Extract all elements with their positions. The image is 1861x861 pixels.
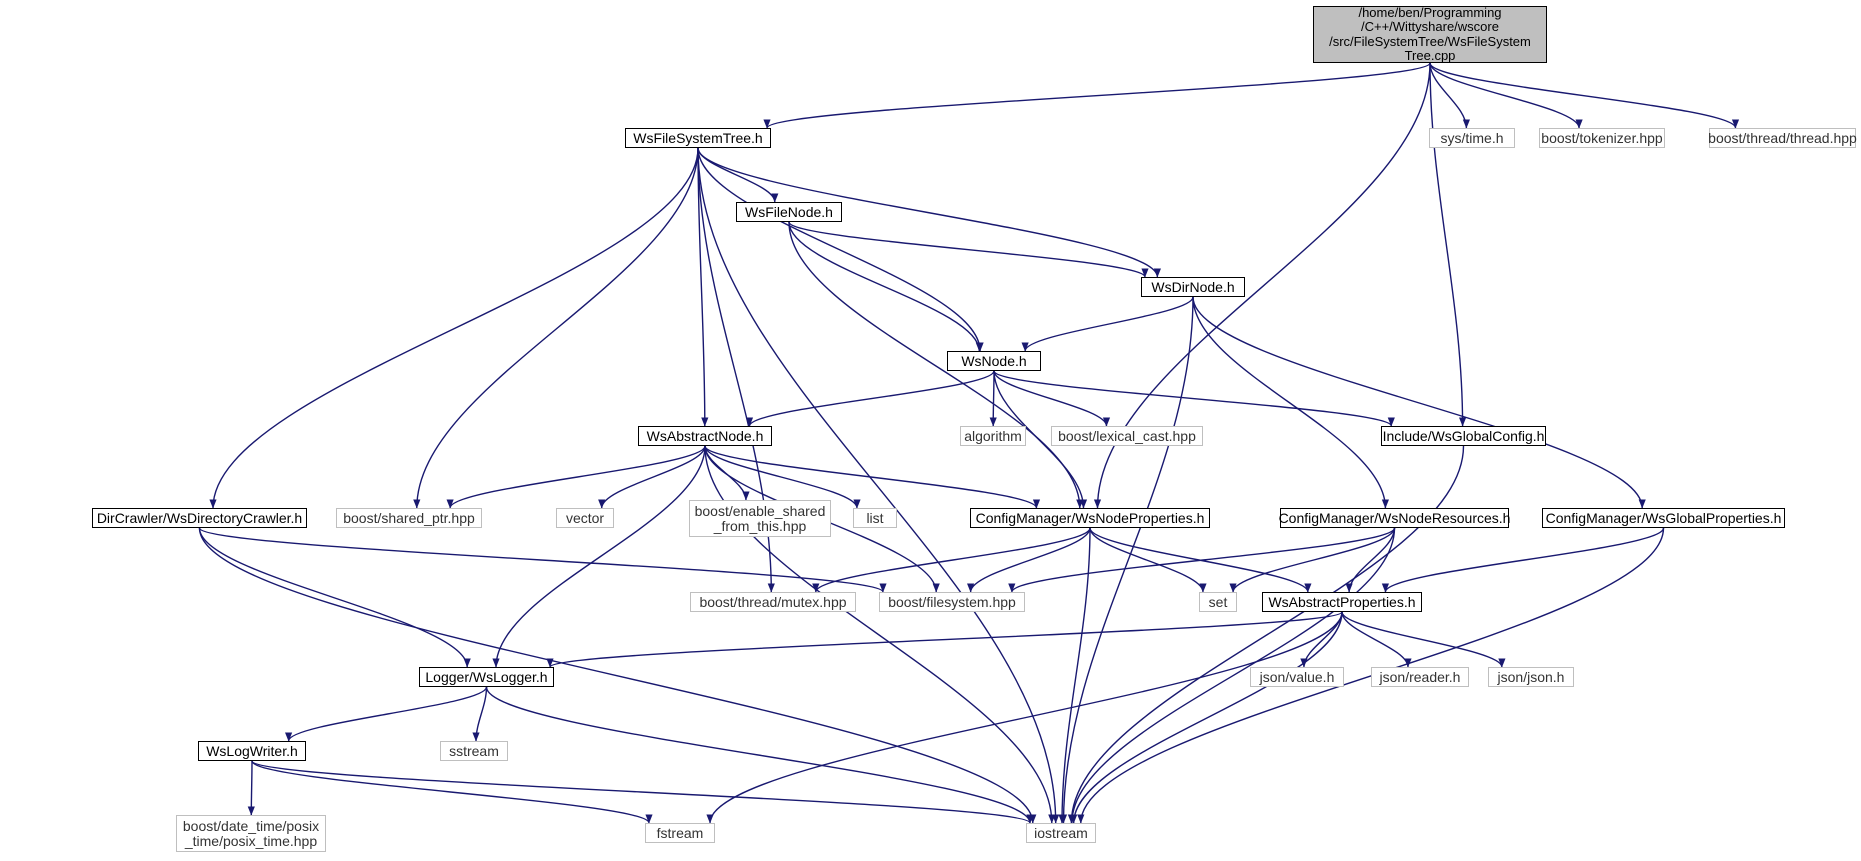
edge-wsabstractproperties_h-to-iostream <box>1070 611 1343 824</box>
edge-wsfilesystemtree_h-to-wsfilenode_h <box>697 147 779 203</box>
edge-wsnode_h-to-wsglobalconfig_h <box>993 370 1395 427</box>
edge-wsabstractnode_h-to-wslogger_h <box>492 445 706 668</box>
edge-wsdirectorycrawler_h-to-filesystem_hpp <box>198 527 887 593</box>
edge-root-to-tokenizer_hpp <box>1429 62 1583 129</box>
node-root[interactable]: /home/ben/Programming /C++/Wittyshare/ws… <box>1313 5 1547 63</box>
edge-wslogwriter_h-to-posix_time_hpp <box>247 760 255 816</box>
edge-wsabstractnode_h-to-vector <box>598 445 706 509</box>
node-mutex-hpp: boost/thread/mutex.hpp <box>690 592 856 612</box>
edge-root-to-wsfilesystemtree_h <box>763 62 1431 129</box>
node-wsglobalconfig-h[interactable]: Include/WsGlobalConfig.h <box>1381 426 1546 446</box>
node-wsnoderesources-h[interactable]: ConfigManager/WsNodeResources.h <box>1279 508 1510 528</box>
node-systime-h: sys/time.h <box>1429 128 1515 148</box>
edge-wsnoderesources_h-to-filesystem_hpp <box>1008 527 1396 593</box>
edge-wsabstractproperties_h-to-json_json_h <box>1341 611 1506 668</box>
node-wsnodeproperties-h[interactable]: ConfigManager/WsNodeProperties.h <box>970 508 1210 528</box>
edge-layer <box>198 62 1739 824</box>
node-set: set <box>1199 592 1237 612</box>
node-wsabstractproperties-h[interactable]: WsAbstractProperties.h <box>1262 592 1422 612</box>
edge-wsnode_h-to-wsabstractnode_h <box>746 370 995 427</box>
edge-wsfilenode_h-to-wsnode_h <box>788 221 983 352</box>
node-sstream: sstream <box>440 741 508 761</box>
node-filesystem-hpp: boost/filesystem.hpp <box>879 592 1025 612</box>
edge-wsdirnode_h-to-wsglobalproperties_h <box>1192 296 1646 509</box>
node-wsfilenode-h[interactable]: WsFileNode.h <box>736 202 842 222</box>
node-list: list <box>853 508 897 528</box>
edge-wsdirnode_h-to-wsnode_h <box>1021 296 1194 352</box>
edge-wsabstractproperties_h-to-json_reader_h <box>1341 611 1412 668</box>
edge-wsdirnode_h-to-wsnoderesources_h <box>1192 296 1389 509</box>
edge-wsabstractnode_h-to-list <box>704 445 861 509</box>
edge-wsglobalproperties_h-to-wsabstractproperties_h <box>1381 527 1665 593</box>
node-fstream: fstream <box>645 823 715 843</box>
edge-wsnode_h-to-algorithm <box>989 370 997 427</box>
edge-root-to-wsglobalconfig_h <box>1429 62 1467 427</box>
node-wsabstractnode-h[interactable]: WsAbstractNode.h <box>638 426 772 446</box>
edge-wsglobalconfig_h-to-iostream <box>1067 445 1465 824</box>
edge-wslogger_h-to-sstream <box>472 686 488 742</box>
edge-wsfilesystemtree_h-to-wsdirectorycrawler_h <box>209 147 699 509</box>
node-wslogwriter-h[interactable]: WsLogWriter.h <box>198 741 306 761</box>
edge-wsdirnode_h-to-iostream <box>1059 296 1194 824</box>
node-wsdirnode-h[interactable]: WsDirNode.h <box>1141 277 1245 297</box>
edge-root-to-thread_hpp <box>1429 62 1739 129</box>
edge-wsfilesystemtree_h-to-wsnode_h <box>697 147 984 352</box>
node-json-value-h: json/value.h <box>1250 667 1344 687</box>
edge-wsnodeproperties_h-to-set <box>1089 527 1207 593</box>
node-wsglobalproperties-h[interactable]: ConfigManager/WsGlobalProperties.h <box>1542 508 1785 528</box>
edge-wsnoderesources_h-to-iostream <box>1068 527 1396 824</box>
node-wsnode-h[interactable]: WsNode.h <box>947 351 1041 371</box>
edge-wsabstractproperties_h-to-wslogger_h <box>546 611 1343 668</box>
node-enable-shared-hpp: boost/enable_shared _from_this.hpp <box>689 500 831 537</box>
edge-wsfilesystemtree_h-to-wsdirnode_h <box>697 147 1161 278</box>
edge-wsfilesystemtree_h-to-iostream <box>697 147 1060 824</box>
node-wsdirectorycrawler-h[interactable]: DirCrawler/WsDirectoryCrawler.h <box>92 508 307 528</box>
edge-wsfilenode_h-to-wsdirnode_h <box>788 221 1149 278</box>
edge-wsabstractnode_h-to-shared_ptr_hpp <box>446 445 706 509</box>
node-wslogger-h[interactable]: Logger/WsLogger.h <box>419 667 554 687</box>
node-posix-time-hpp: boost/date_time/posix _time/posix_time.h… <box>176 815 326 852</box>
node-vector: vector <box>556 508 614 528</box>
edge-wsfilesystemtree_h-to-shared_ptr_hpp <box>413 147 699 509</box>
edge-wslogger_h-to-iostream <box>485 686 1034 824</box>
node-shared-ptr-hpp: boost/shared_ptr.hpp <box>336 508 482 528</box>
node-algorithm: algorithm <box>960 426 1026 446</box>
edge-wsnode_h-to-lexical_cast_hpp <box>993 370 1111 427</box>
edge-wsnodeproperties_h-to-mutex_hpp <box>812 527 1091 593</box>
node-lexical-cast-hpp: boost/lexical_cast.hpp <box>1051 426 1203 446</box>
node-json-json-h: json/json.h <box>1488 667 1574 687</box>
node-tokenizer-hpp: boost/tokenizer.hpp <box>1539 128 1665 148</box>
edge-wsnode_h-to-wsnodeproperties_h <box>993 370 1088 509</box>
node-thread-hpp: boost/thread/thread.hpp <box>1708 128 1857 148</box>
edge-wsabstractproperties_h-to-fstream <box>706 611 1343 824</box>
edge-wsdirectorycrawler_h-to-iostream <box>198 527 1037 824</box>
edge-wslogger_h-to-wslogwriter_h <box>285 686 488 742</box>
edge-wsabstractnode_h-to-wsnodeproperties_h <box>704 445 1040 509</box>
node-wsfilesystemtree-h[interactable]: WsFileSystemTree.h <box>625 128 771 148</box>
edge-wsnoderesources_h-to-wsabstractproperties_h <box>1345 527 1396 593</box>
edge-wsnodeproperties_h-to-filesystem_hpp <box>967 527 1091 593</box>
edge-wsdirectorycrawler_h-to-wslogger_h <box>198 527 471 668</box>
edge-wslogwriter_h-to-iostream <box>251 760 1034 824</box>
edge-wsfilesystemtree_h-to-wsabstractnode_h <box>697 147 709 427</box>
node-iostream: iostream <box>1026 823 1096 843</box>
edge-root-to-systime_h <box>1429 62 1470 129</box>
edge-wsnodeproperties_h-to-iostream <box>1058 527 1091 824</box>
node-json-reader-h: json/reader.h <box>1371 667 1469 687</box>
edge-wslogwriter_h-to-fstream <box>251 760 653 824</box>
edge-wsnoderesources_h-to-set <box>1229 527 1396 593</box>
